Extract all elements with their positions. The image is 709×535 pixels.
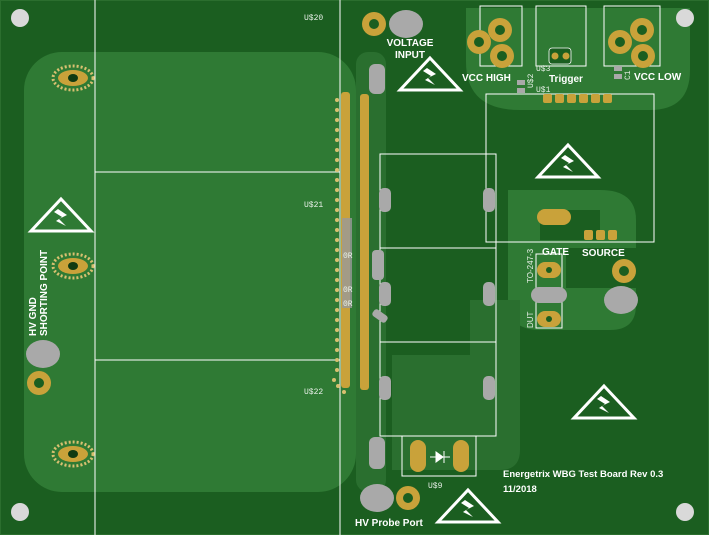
refdes-r1: 0R — [343, 252, 353, 261]
probe-side-pad — [369, 437, 385, 469]
refdes-u3: U$3 — [536, 65, 551, 74]
mounting-hole-br — [676, 503, 694, 521]
refdes-c1: C1 — [624, 70, 633, 80]
trigger-pin-2 — [562, 52, 570, 60]
diode-pad-left — [410, 440, 426, 472]
shorting-pad-middle — [51, 252, 95, 280]
board-title: Energetrix WBG Test Board Rev 0.3 — [503, 469, 663, 480]
trigger-pin-1 — [551, 52, 559, 60]
mounting-hole-bl — [11, 503, 29, 521]
refdes-u21: U$21 — [304, 201, 323, 210]
voltage-input-label-line1: VOLTAGE — [387, 38, 434, 49]
mounting-hole-tl — [11, 9, 29, 27]
left-ground-pour — [24, 52, 356, 492]
to247-label: TO-247-3 — [526, 248, 535, 283]
hv-gnd-pad-gray — [26, 340, 60, 368]
voltage-input-label-line2: INPUT — [395, 50, 425, 61]
refdes-u1: U$1 — [536, 86, 551, 95]
voltage-input-side-pad — [369, 64, 385, 94]
refdes-r2: 0R — [343, 286, 353, 295]
refdes-u20: U$20 — [304, 14, 323, 23]
header-strip-right — [360, 94, 369, 390]
refdes-u2: U$2 — [527, 73, 536, 88]
drain-test-pad-gray — [604, 286, 638, 314]
gate-pad — [537, 209, 571, 225]
voltage-input-pad-gray — [389, 10, 423, 38]
refdes-r3: 0R — [343, 300, 353, 309]
source-header-pins — [584, 230, 617, 240]
driver-header-pins — [543, 94, 612, 103]
refdes-u22: U$22 — [304, 388, 323, 397]
refdes-u9: U$9 — [428, 482, 443, 491]
source-label: SOURCE — [582, 248, 625, 259]
vcc-high-label: VCC HIGH — [462, 73, 511, 84]
gate-label: GATE — [542, 247, 569, 258]
dut-pin-drain — [531, 287, 567, 303]
dut-label: DUT — [526, 311, 535, 328]
mounting-hole-tr — [676, 9, 694, 27]
diode-pad-right — [453, 440, 469, 472]
hv-gnd-label-line1: HV GND — [28, 297, 39, 336]
vcc-low-connector — [608, 18, 655, 68]
shorting-pad-bottom — [51, 440, 95, 468]
hv-probe-port-label: HV Probe Port — [355, 518, 423, 529]
diode-outline — [401, 435, 477, 477]
diode-icon — [430, 451, 450, 463]
trigger-label: Trigger — [549, 74, 583, 85]
hv-probe-pad-gray — [360, 484, 394, 512]
vcc-low-label: VCC LOW — [634, 72, 682, 83]
board-date: 11/2018 — [503, 484, 537, 495]
shorting-pad-top — [51, 64, 95, 92]
hv-gnd-label-line2: SHORTING POINT — [39, 250, 50, 336]
vcc-high-connector — [467, 18, 514, 68]
